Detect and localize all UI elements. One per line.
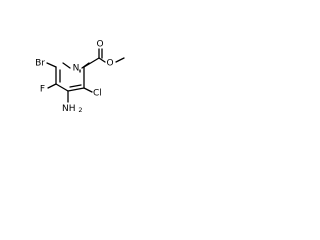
bond-n1-c2 (62, 62, 71, 69)
bond-c5-cl (83, 87, 93, 93)
substituent-bonds (46, 48, 125, 103)
double-bond-c4-c5-inner (69, 84, 82, 88)
atom-ester-oxygen: O (106, 59, 113, 69)
bond-carbonyl-ester-o (98, 57, 106, 63)
bond-ester-o-methyl (115, 57, 125, 63)
bond-c3-f (47, 83, 57, 89)
atom-carbonyl-oxygen: O (96, 40, 103, 50)
pyridine-ring (55, 62, 90, 92)
atom-bromine: Br (35, 59, 45, 69)
bond-c4-c5 (67, 87, 85, 92)
bond-c2-br (46, 62, 57, 68)
atom-chlorine: Cl (93, 89, 102, 99)
atom-fluorine: F (40, 85, 45, 95)
bond-c3-c4 (55, 83, 69, 92)
bond-c6-carbonyl (83, 57, 100, 68)
amino-label: NH (62, 104, 76, 114)
chemical-structure: N Br F Cl O O NH 2 (35, 40, 125, 115)
amino-subscript: 2 (78, 106, 82, 114)
atom-nitrogen: N (73, 64, 80, 74)
atom-amino-group: NH 2 (62, 104, 83, 115)
